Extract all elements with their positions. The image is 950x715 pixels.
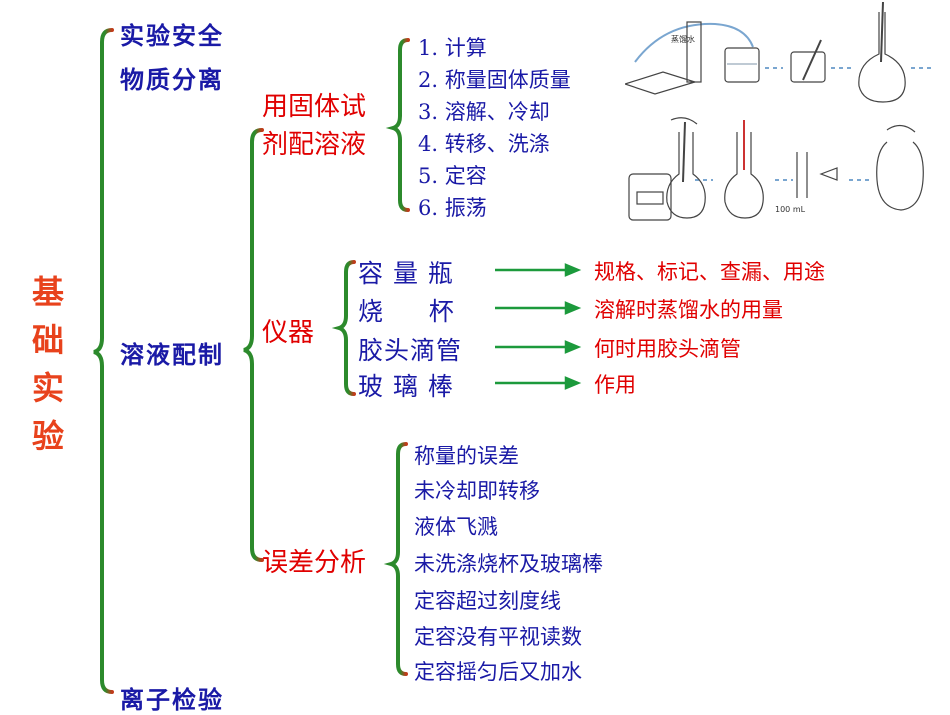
instrument-note: 规格、标记、查漏、用途: [594, 260, 825, 284]
error-item: 定容摇匀后又加水: [414, 660, 582, 684]
procedure-illustration: 蒸馏水 100 mL: [625, 2, 931, 221]
topic-separation: 物质分离: [120, 65, 224, 94]
steps-brace: [385, 38, 410, 212]
step-item: 3. 溶解、冷却: [418, 100, 550, 124]
instrument-glass-rod: 玻 璃 棒: [358, 372, 454, 401]
illustration-label: 100 mL: [775, 205, 806, 214]
error-item: 液体飞溅: [414, 515, 498, 539]
step-item: 4. 转移、洗涤: [418, 132, 550, 156]
root-brace: [93, 28, 114, 694]
step-item: 1. 计算: [418, 36, 487, 60]
root-label: 基础实验: [31, 273, 64, 455]
error-item: 未洗涤烧杯及玻璃棒: [414, 552, 603, 576]
instrument-note: 作用: [594, 373, 636, 397]
instruments-label: 仪器: [262, 318, 315, 348]
solid-reagent-label-2: 剂配溶液: [262, 130, 367, 160]
illustration-label: 蒸馏水: [671, 34, 695, 44]
error-item: 未冷却即转移: [414, 479, 540, 503]
topic-solution-prep: 溶液配制: [120, 340, 224, 369]
topic-ion-test: 离子检验: [120, 685, 224, 714]
error-item: 定容超过刻度线: [414, 589, 561, 613]
instrument-dropper: 胶头滴管: [358, 336, 463, 365]
step-item: 6. 振荡: [418, 196, 487, 220]
instrument-beaker: 烧 杯: [358, 297, 455, 326]
solution-brace: [243, 128, 264, 562]
topic-lab-safety: 实验安全: [120, 21, 224, 50]
instrument-note: 何时用胶头滴管: [594, 337, 741, 361]
instrument-note: 溶解时蒸馏水的用量: [594, 298, 783, 322]
instruments-brace: [331, 260, 356, 396]
solid-reagent-label-1: 用固体试: [262, 92, 367, 122]
instrument-volumetric-flask: 容 量 瓶: [358, 259, 454, 288]
step-item: 5. 定容: [418, 164, 487, 188]
error-item: 称量的误差: [414, 444, 519, 468]
error-analysis-label: 误差分析: [262, 548, 367, 578]
step-item: 2. 称量固体质量: [418, 68, 571, 92]
errors-brace: [383, 442, 408, 676]
error-item: 定容没有平视读数: [414, 625, 582, 649]
